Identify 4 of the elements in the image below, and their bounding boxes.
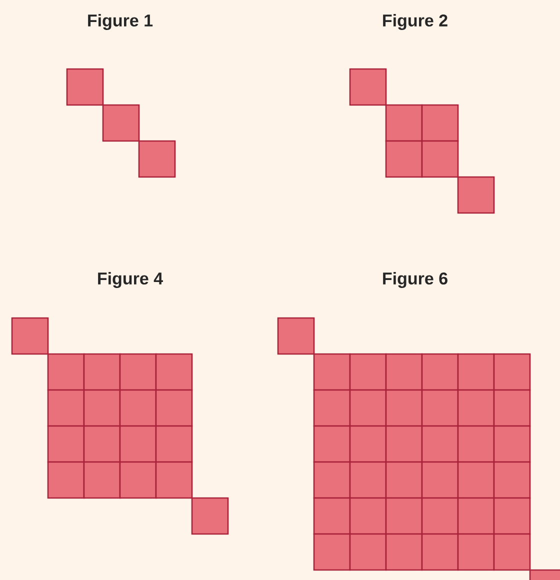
figure-label: Figure 1 <box>88 14 153 30</box>
figure-label: Figure 2 <box>383 14 448 30</box>
figure-label: Figure 6 <box>383 272 448 288</box>
figure-label: Figure 4 <box>98 272 163 288</box>
